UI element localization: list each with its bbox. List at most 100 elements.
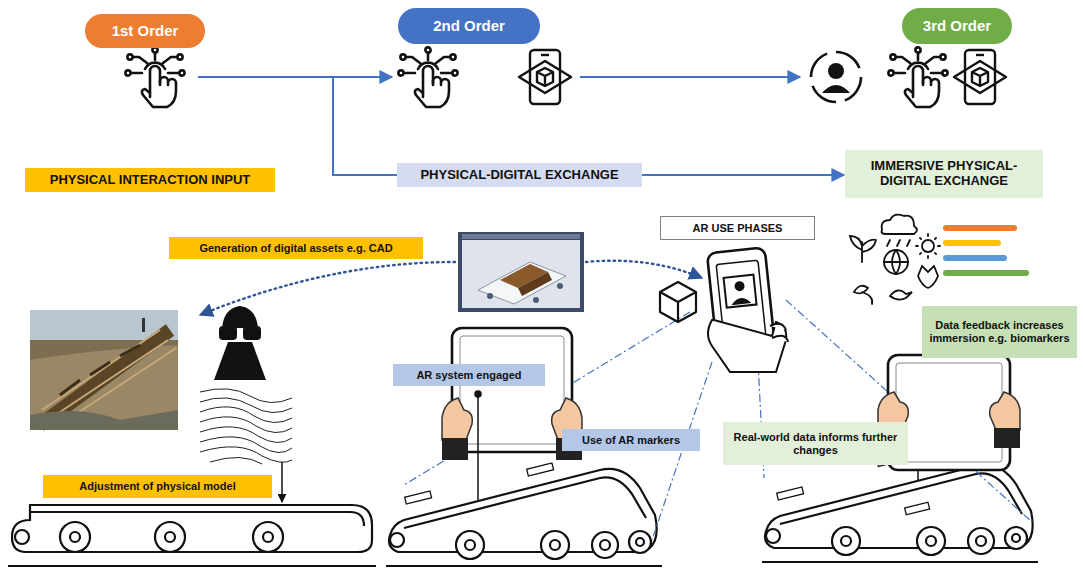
leader-line <box>477 394 479 500</box>
data-bars <box>946 255 1004 261</box>
observer-icon <box>214 342 266 380</box>
conveyor-model <box>762 465 1038 562</box>
site-photo <box>30 310 178 430</box>
ar-marker <box>905 502 930 515</box>
cad-screenshot <box>478 262 566 304</box>
step-label: Real-world data informs further changes <box>723 422 908 465</box>
cad-screenshot <box>557 283 563 289</box>
order-pill: 2nd Order <box>398 8 540 44</box>
conveyor-model <box>253 522 283 552</box>
environment-icons <box>922 240 934 252</box>
dune-contours <box>200 389 292 403</box>
node-text: PHYSICAL-DIGITAL EXCHANGE <box>420 168 618 183</box>
cube-icon <box>660 282 696 322</box>
dune-contours <box>200 389 292 464</box>
cad-screenshot <box>518 272 552 296</box>
site-photo <box>142 318 145 332</box>
projection-line <box>404 312 690 485</box>
person-icon <box>811 52 861 102</box>
node-text: 3rd Order <box>923 17 991 34</box>
conveyor-model <box>263 532 273 542</box>
node-text: 1st Order <box>112 22 179 39</box>
asset-arrow <box>200 262 455 315</box>
environment-icons <box>916 234 940 258</box>
cad-screenshot <box>462 234 580 239</box>
conveyor-model <box>165 532 175 542</box>
tablet <box>452 328 572 452</box>
node-text: Data feedback increases immersion e.g. b… <box>929 319 1070 344</box>
node-text: AR USE PHASES <box>693 222 783 235</box>
order-pill: 3rd Order <box>902 8 1012 44</box>
touch-icon <box>125 47 184 107</box>
environment-icons <box>882 215 918 234</box>
hand <box>442 398 472 440</box>
environment-icons <box>890 290 912 299</box>
environment-icons <box>850 236 876 262</box>
conveyor-model <box>8 505 376 566</box>
asset-arrow <box>586 261 702 278</box>
conveyor-model <box>60 522 90 552</box>
dune-contours <box>210 457 262 464</box>
section-label: AR USE PHASES <box>660 216 815 240</box>
ar-marker <box>777 487 804 500</box>
person-icon <box>811 52 861 102</box>
order-pill: 1st Order <box>85 14 205 48</box>
step-label: Use of AR markers <box>562 429 700 451</box>
tablet <box>452 328 572 452</box>
adjust-arrow <box>281 462 283 502</box>
flow-connector <box>642 174 844 176</box>
conveyor-model <box>155 522 185 552</box>
dune-contours <box>200 437 292 453</box>
dune-contours <box>200 447 292 462</box>
hand <box>708 320 788 372</box>
observer-icon <box>243 326 261 340</box>
ar-phone <box>724 275 757 308</box>
cad-screenshot <box>462 240 580 308</box>
hand <box>994 428 1020 448</box>
node-text: Generation of digital assets e.g. CAD <box>199 242 392 255</box>
node-text: 2nd Order <box>433 17 505 34</box>
node-text: Use of AR markers <box>582 434 680 447</box>
node-text: Real-world data informs further changes <box>730 431 901 456</box>
cad-screenshot <box>533 297 539 303</box>
hand <box>442 438 468 460</box>
node-text: AR system engaged <box>416 369 521 382</box>
ar-phone <box>734 281 745 292</box>
cad-screenshot <box>487 293 493 299</box>
dune-contours <box>200 427 292 443</box>
ar-phone-icon <box>954 50 1006 104</box>
step-label: Generation of digital assets e.g. CAD <box>169 237 423 259</box>
conveyor-model <box>70 532 80 542</box>
conveyor-model <box>8 565 376 567</box>
person-icon <box>828 63 844 79</box>
environment-icons <box>887 240 910 246</box>
phase-label: PHYSICAL INTERACTION INPUT <box>25 168 275 192</box>
site-photo <box>30 345 178 430</box>
branch-line <box>333 77 397 175</box>
site-photo <box>30 310 178 430</box>
step-label: AR system engaged <box>393 364 545 386</box>
data-bars <box>946 270 1026 276</box>
conveyor-model <box>386 469 662 566</box>
conveyor-model <box>12 505 372 552</box>
environment-icons <box>884 250 908 274</box>
site-photo <box>30 410 178 430</box>
node-text: Adjustment of physical model <box>79 480 235 493</box>
hand <box>708 320 786 372</box>
observer-icon <box>214 306 266 380</box>
tablet <box>896 363 1002 462</box>
environment-icons <box>850 215 940 304</box>
conveyor-model <box>15 530 29 544</box>
data-bars <box>946 228 1026 273</box>
environment-icons <box>854 286 872 304</box>
tablet <box>460 336 564 444</box>
hand <box>442 398 582 460</box>
touch-icon <box>398 47 457 107</box>
observer-icon <box>222 306 258 328</box>
node-text: IMMERSIVE PHYSICAL-DIGITAL EXCHANGE <box>852 159 1036 189</box>
phase-label: PHYSICAL-DIGITAL EXCHANGE <box>397 163 642 187</box>
environment-icons <box>918 266 938 288</box>
site-photo <box>40 330 170 425</box>
